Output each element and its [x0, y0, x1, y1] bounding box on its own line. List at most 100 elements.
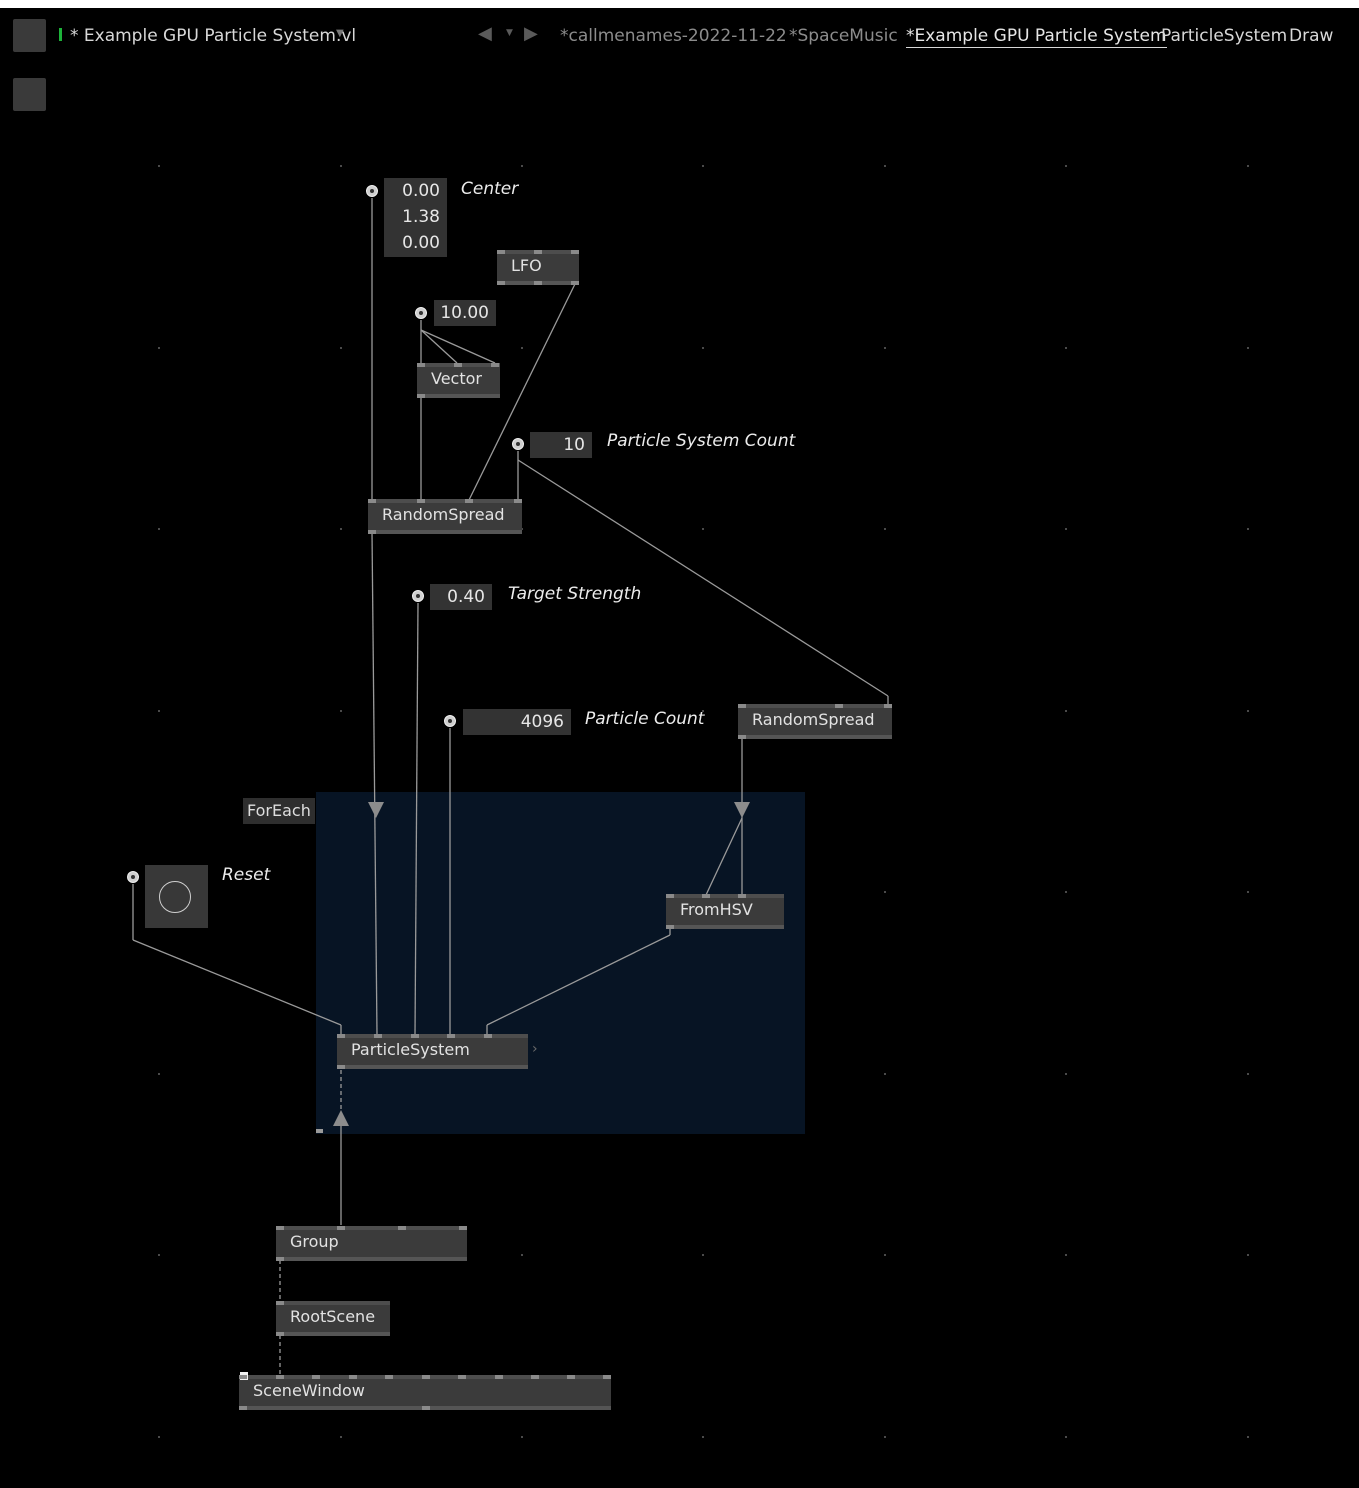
- particle-count-iobox[interactable]: 4096: [463, 709, 571, 735]
- main-menu-button[interactable]: [13, 19, 46, 52]
- tab-callmenames[interactable]: *callmenames-2022-11-22: [560, 26, 787, 46]
- node-pin[interactable]: [738, 894, 746, 898]
- node-pin[interactable]: [465, 499, 473, 503]
- node-pin[interactable]: [738, 735, 746, 739]
- node-pin[interactable]: [337, 1065, 345, 1069]
- grid-dot: [1065, 1436, 1067, 1438]
- node-pin[interactable]: [571, 250, 579, 254]
- node-pin[interactable]: [835, 704, 843, 708]
- node-pin[interactable]: [603, 1375, 611, 1379]
- node-pin[interactable]: [276, 1375, 284, 1379]
- lfo-node[interactable]: LFO: [497, 250, 579, 285]
- rootscene-node[interactable]: RootScene: [276, 1301, 390, 1336]
- node-pin[interactable]: [312, 1375, 320, 1379]
- target-strength-iobox[interactable]: 0.40: [430, 584, 492, 610]
- node-pin[interactable]: [491, 363, 499, 367]
- back-arrow-icon[interactable]: ◀: [478, 23, 492, 44]
- grid-dot: [1065, 1254, 1067, 1256]
- node-pin[interactable]: [459, 1226, 467, 1230]
- reset-bang-button[interactable]: [145, 865, 208, 928]
- node-pin[interactable]: [276, 1301, 284, 1305]
- node-pin[interactable]: [239, 1406, 247, 1410]
- node-pin[interactable]: [514, 499, 522, 503]
- randomspread-node-2[interactable]: RandomSpread: [738, 704, 892, 739]
- node-pin[interactable]: [534, 281, 542, 285]
- node-pin[interactable]: [567, 1375, 575, 1379]
- node-pin[interactable]: [276, 1332, 284, 1336]
- node-pin[interactable]: [374, 1034, 382, 1038]
- node-pin[interactable]: [239, 1375, 247, 1379]
- grid-dot: [340, 165, 342, 167]
- grid-dot: [1247, 891, 1249, 893]
- foreach-region[interactable]: [316, 792, 805, 1134]
- forward-arrow-icon[interactable]: ▶: [524, 23, 538, 44]
- link-reset-2: [132, 939, 342, 1026]
- history-dropdown-icon[interactable]: ▼: [506, 28, 513, 38]
- node-pin[interactable]: [702, 894, 710, 898]
- node-pin[interactable]: [531, 1375, 539, 1379]
- vector-input-iobox-handle[interactable]: [415, 307, 427, 319]
- grid-dot: [1247, 710, 1249, 712]
- particle-system-count-handle[interactable]: [512, 438, 524, 450]
- particlesystem-node[interactable]: ParticleSystem: [337, 1034, 528, 1069]
- node-pin[interactable]: [666, 894, 674, 898]
- node-pin[interactable]: [484, 1034, 492, 1038]
- particle-system-count-iobox[interactable]: 10: [530, 432, 592, 458]
- vector-node[interactable]: Vector: [417, 363, 500, 398]
- scenewindow-node[interactable]: SceneWindow: [239, 1375, 611, 1410]
- node-pin[interactable]: [447, 1034, 455, 1038]
- node-pin[interactable]: [411, 1034, 419, 1038]
- center-x-value[interactable]: 0.00: [402, 181, 440, 201]
- foreach-region-label[interactable]: ForEach: [243, 798, 315, 824]
- group-node[interactable]: Group: [276, 1226, 467, 1261]
- tab-draw[interactable]: Draw: [1289, 26, 1334, 46]
- node-pin[interactable]: [534, 250, 542, 254]
- node-pin[interactable]: [368, 530, 376, 534]
- splicer-out-1: [333, 1110, 349, 1126]
- grid-dot: [702, 347, 704, 349]
- reset-iobox-handle[interactable]: [127, 871, 139, 883]
- document-title[interactable]: * Example GPU Particle System.vl: [70, 26, 357, 46]
- node-pin[interactable]: [884, 704, 892, 708]
- node-pin[interactable]: [349, 1375, 357, 1379]
- center-y-value[interactable]: 1.38: [402, 207, 440, 227]
- target-strength-handle[interactable]: [412, 590, 424, 602]
- node-pin[interactable]: [738, 704, 746, 708]
- node-pin[interactable]: [417, 363, 425, 367]
- tab-example-gpu-particle-system[interactable]: *Example GPU Particle System: [906, 26, 1167, 48]
- node-pin[interactable]: [276, 1257, 284, 1261]
- randomspread-node-1[interactable]: RandomSpread: [368, 499, 522, 534]
- node-pin[interactable]: [422, 1375, 430, 1379]
- node-pin[interactable]: [666, 925, 674, 929]
- link-10-to-vector-y: [420, 329, 458, 364]
- tab-particlesystem[interactable]: ParticleSystem: [1161, 26, 1288, 46]
- node-pin[interactable]: [368, 499, 376, 503]
- patch-editor[interactable]: * Example GPU Particle System.vl ▼ ◀ ▼ ▶…: [0, 8, 1359, 1488]
- node-pin[interactable]: [398, 1226, 406, 1230]
- node-pin[interactable]: [417, 499, 425, 503]
- region-corner-handle[interactable]: [316, 1129, 323, 1133]
- node-pin[interactable]: [571, 281, 579, 285]
- tab-spacemusic[interactable]: *SpaceMusic: [789, 26, 898, 46]
- node-pin[interactable]: [497, 250, 505, 254]
- node-pin[interactable]: [276, 1226, 284, 1230]
- chevron-down-icon[interactable]: ▼: [336, 28, 344, 39]
- sidebar-toggle-button[interactable]: [13, 78, 46, 111]
- node-pin[interactable]: [458, 1375, 466, 1379]
- fromhsv-node[interactable]: FromHSV: [666, 894, 784, 929]
- node-pin[interactable]: [495, 1375, 503, 1379]
- node-pin[interactable]: [385, 1375, 393, 1379]
- particle-count-handle[interactable]: [444, 715, 456, 727]
- node-pin[interactable]: [337, 1034, 345, 1038]
- center-z-value[interactable]: 0.00: [402, 233, 440, 253]
- vector-input-iobox[interactable]: 10.00: [434, 300, 496, 326]
- node-pin[interactable]: [337, 1226, 345, 1230]
- grid-dot: [1247, 1254, 1249, 1256]
- node-pin[interactable]: [417, 394, 425, 398]
- chevron-right-icon[interactable]: ›: [532, 1041, 538, 1057]
- center-iobox-handle[interactable]: [366, 185, 378, 197]
- node-pin[interactable]: [454, 363, 462, 367]
- node-pin[interactable]: [497, 281, 505, 285]
- node-pin[interactable]: [422, 1406, 430, 1410]
- center-iobox[interactable]: 0.00 1.38 0.00: [384, 178, 447, 257]
